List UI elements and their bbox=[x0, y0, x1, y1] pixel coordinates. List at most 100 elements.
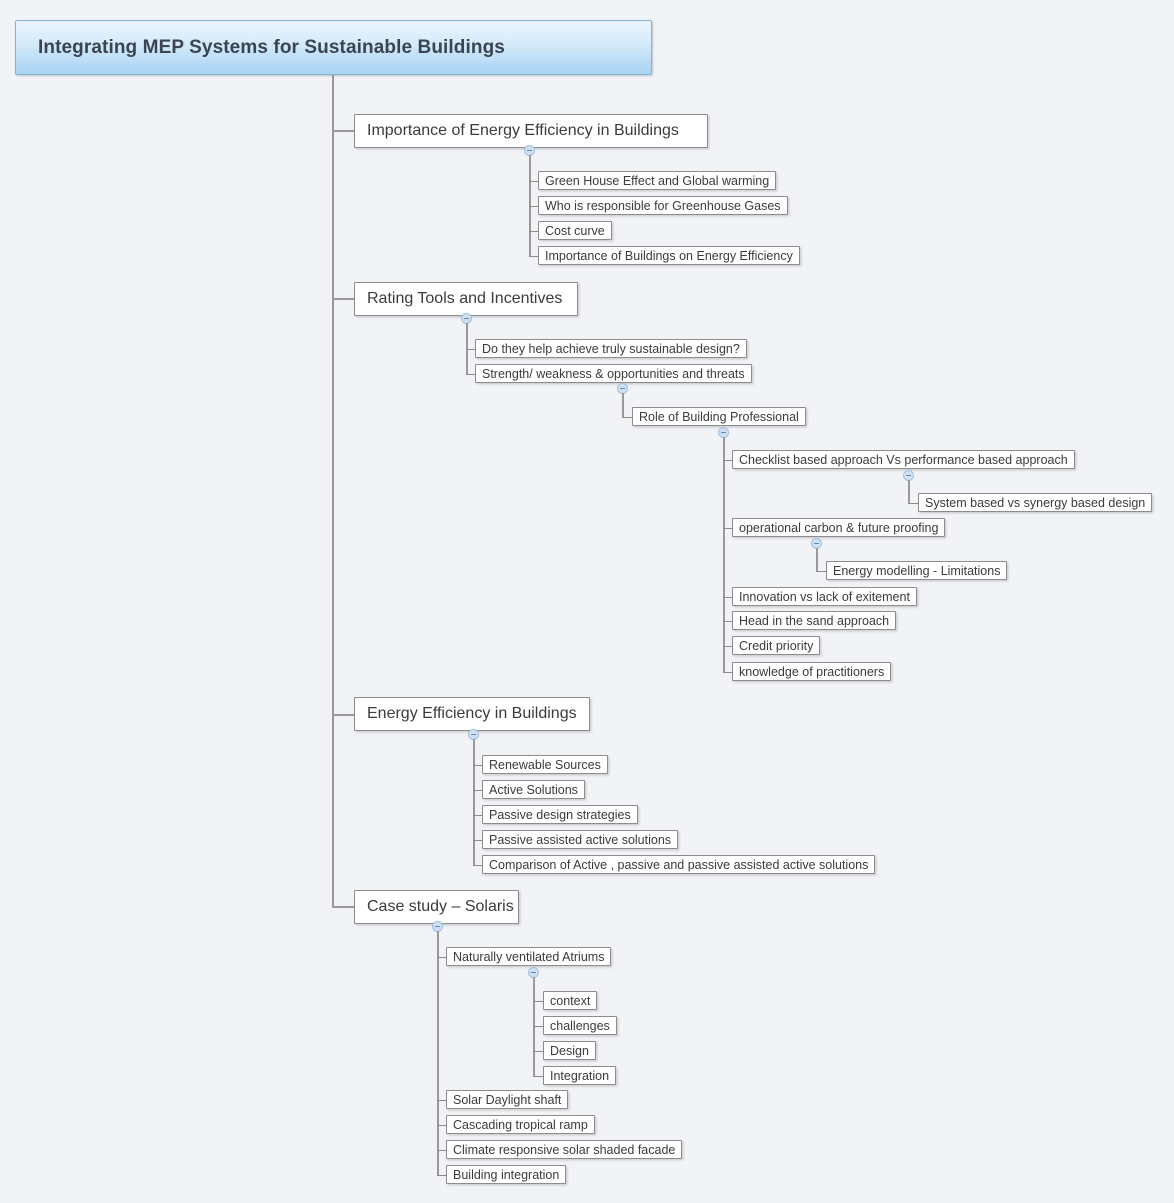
leaf-node-solar-daylight-shaft[interactable]: Solar Daylight shaft bbox=[446, 1090, 569, 1109]
leaf-node-building-integration[interactable]: Building integration bbox=[446, 1165, 567, 1184]
leaf-node-label: Green House Effect and Global warming bbox=[545, 173, 770, 188]
branch-node-label: Importance of Energy Efficiency in Build… bbox=[367, 122, 679, 139]
connector-leaf bbox=[466, 374, 475, 375]
leaf-node-label: Integration bbox=[550, 1068, 610, 1083]
branch-node-label: Energy Efficiency in Buildings bbox=[367, 705, 577, 722]
branch-node-case-study-solaris[interactable]: Case study – Solaris bbox=[354, 890, 519, 924]
connector-leaf bbox=[529, 231, 538, 232]
connector-leaf bbox=[473, 840, 482, 841]
branch-node-energy-efficiency-in-buildings[interactable]: Energy Efficiency in Buildings bbox=[354, 697, 590, 731]
connector-leaf bbox=[723, 597, 732, 598]
leaf-node-passive-assisted-active-solutions[interactable]: Passive assisted active solutions bbox=[482, 830, 679, 849]
connector-leaf bbox=[437, 1125, 446, 1126]
connector-leaf bbox=[529, 181, 538, 182]
connector-leaf bbox=[466, 349, 475, 350]
leaf-node-challenges[interactable]: challenges bbox=[543, 1016, 617, 1035]
leaf-node-cost-curve[interactable]: Cost curve bbox=[538, 221, 612, 240]
leaf-node-label: Renewable Sources bbox=[489, 757, 601, 772]
leaf-node-design[interactable]: Design bbox=[543, 1041, 596, 1060]
leaf-node-label: Solar Daylight shaft bbox=[453, 1092, 562, 1107]
leaf-node-label: Do they help achieve truly sustainable d… bbox=[482, 341, 740, 356]
connector-leaf bbox=[723, 646, 732, 647]
connector-branch-1 bbox=[332, 130, 354, 132]
leaf-node-label: Cascading tropical ramp bbox=[453, 1117, 588, 1132]
connector-leaf bbox=[533, 1001, 543, 1002]
connector-leaf bbox=[533, 1026, 543, 1027]
connector-stem-strength bbox=[622, 393, 624, 417]
connector-stem-checklist bbox=[908, 480, 910, 503]
leaf-node-label: Energy modelling - Limitations bbox=[833, 563, 1001, 578]
connector-stem-role bbox=[723, 437, 725, 672]
branch-node-label: Rating Tools and Incentives bbox=[367, 290, 563, 307]
leaf-node-label: Naturally ventilated Atriums bbox=[453, 949, 605, 964]
leaf-node-label: Importance of Buildings on Energy Effici… bbox=[545, 248, 793, 263]
leaf-node-operational-carbon[interactable]: operational carbon & future proofing bbox=[732, 518, 946, 537]
leaf-node-label: Comparison of Active , passive and passi… bbox=[489, 857, 869, 872]
connector-leaf bbox=[473, 765, 482, 766]
leaf-node-checklist-vs-performance[interactable]: Checklist based approach Vs performance … bbox=[732, 450, 1075, 469]
leaf-node-renewable-sources[interactable]: Renewable Sources bbox=[482, 755, 608, 774]
leaf-node-system-vs-synergy[interactable]: System based vs synergy based design bbox=[918, 493, 1153, 512]
connector-leaf bbox=[723, 460, 732, 461]
leaf-node-label: Climate responsive solar shaded facade bbox=[453, 1142, 676, 1157]
leaf-node-energy-modelling-limitations[interactable]: Energy modelling - Limitations bbox=[826, 561, 1008, 580]
leaf-node-label: Who is responsible for Greenhouse Gases bbox=[545, 198, 781, 213]
connector-leaf bbox=[533, 1051, 543, 1052]
connector-branch-4 bbox=[332, 906, 354, 908]
connector-leaf bbox=[473, 790, 482, 791]
leaf-node-green-house-effect[interactable]: Green House Effect and Global warming bbox=[538, 171, 777, 190]
root-node-label: Integrating MEP Systems for Sustainable … bbox=[38, 36, 505, 58]
leaf-node-label: Innovation vs lack of exitement bbox=[739, 589, 910, 604]
leaf-node-role-of-building-professional[interactable]: Role of Building Professional bbox=[632, 407, 806, 426]
leaf-node-strength-weakness[interactable]: Strength/ weakness & opportunities and t… bbox=[475, 364, 752, 383]
trunk-line bbox=[332, 75, 334, 908]
leaf-node-do-they-help[interactable]: Do they help achieve truly sustainable d… bbox=[475, 339, 747, 358]
connector-branch-3 bbox=[332, 714, 354, 716]
leaf-node-label: Active Solutions bbox=[489, 782, 578, 797]
leaf-node-label: System based vs synergy based design bbox=[925, 495, 1146, 510]
leaf-node-innovation-vs-lack-of-exitement[interactable]: Innovation vs lack of exitement bbox=[732, 587, 917, 606]
leaf-node-knowledge-of-practitioners[interactable]: knowledge of practitioners bbox=[732, 662, 892, 681]
connector-leaf bbox=[723, 621, 732, 622]
connector-leaf bbox=[723, 528, 732, 529]
leaf-node-passive-design-strategies[interactable]: Passive design strategies bbox=[482, 805, 638, 824]
leaf-node-comparison-of-active-passive[interactable]: Comparison of Active , passive and passi… bbox=[482, 855, 876, 874]
connector-leaf bbox=[437, 1100, 446, 1101]
leaf-node-label: Building integration bbox=[453, 1167, 560, 1182]
connector-stem-branch-3 bbox=[473, 739, 475, 865]
leaf-node-label: Design bbox=[550, 1043, 589, 1058]
connector-leaf bbox=[816, 571, 826, 572]
leaf-node-label: context bbox=[550, 993, 591, 1008]
connector-stem-branch-4 bbox=[437, 931, 439, 1175]
leaf-node-who-is-responsible[interactable]: Who is responsible for Greenhouse Gases bbox=[538, 196, 788, 215]
leaf-node-label: Cost curve bbox=[545, 223, 605, 238]
connector-leaf bbox=[533, 1076, 543, 1077]
leaf-node-importance-of-buildings[interactable]: Importance of Buildings on Energy Effici… bbox=[538, 246, 800, 265]
leaf-node-label: challenges bbox=[550, 1018, 610, 1033]
leaf-node-label: Passive design strategies bbox=[489, 807, 631, 822]
leaf-node-label: Passive assisted active solutions bbox=[489, 832, 672, 847]
leaf-node-credit-priority[interactable]: Credit priority bbox=[732, 636, 821, 655]
branch-node-rating-tools-and-incentives[interactable]: Rating Tools and Incentives bbox=[354, 282, 578, 316]
leaf-node-climate-responsive-facade[interactable]: Climate responsive solar shaded facade bbox=[446, 1140, 683, 1159]
connector-leaf bbox=[723, 672, 732, 673]
leaf-node-label: Credit priority bbox=[739, 638, 814, 653]
connector-leaf bbox=[529, 256, 538, 257]
leaf-node-head-in-the-sand-approach[interactable]: Head in the sand approach bbox=[732, 611, 897, 630]
connector-leaf bbox=[473, 815, 482, 816]
leaf-node-integration[interactable]: Integration bbox=[543, 1066, 617, 1085]
connector-leaf bbox=[908, 503, 918, 504]
leaf-node-label: knowledge of practitioners bbox=[739, 664, 885, 679]
connector-leaf bbox=[473, 865, 482, 866]
connector-leaf bbox=[437, 957, 446, 958]
root-node[interactable]: Integrating MEP Systems for Sustainable … bbox=[15, 20, 652, 75]
leaf-node-label: Head in the sand approach bbox=[739, 613, 890, 628]
leaf-node-label: operational carbon & future proofing bbox=[739, 520, 939, 535]
leaf-node-naturally-ventilated-atriums[interactable]: Naturally ventilated Atriums bbox=[446, 947, 612, 966]
leaf-node-active-solutions[interactable]: Active Solutions bbox=[482, 780, 585, 799]
branch-node-importance-of-energy-efficiency[interactable]: Importance of Energy Efficiency in Build… bbox=[354, 114, 708, 148]
connector-stem-operational-carbon bbox=[816, 548, 818, 571]
leaf-node-context[interactable]: context bbox=[543, 991, 598, 1010]
leaf-node-cascading-tropical-ramp[interactable]: Cascading tropical ramp bbox=[446, 1115, 595, 1134]
